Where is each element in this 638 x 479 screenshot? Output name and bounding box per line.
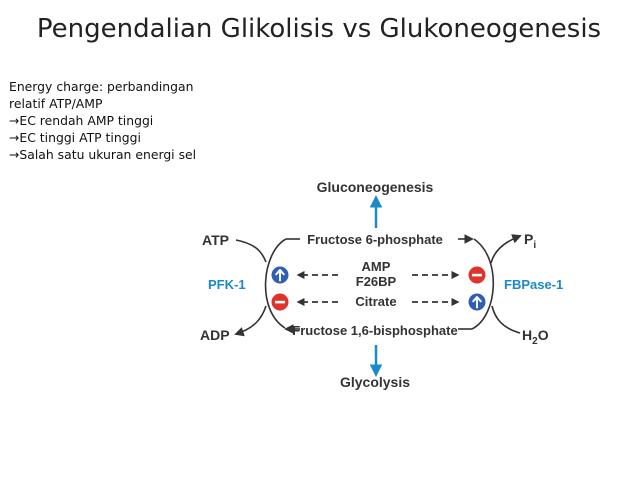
amp-label: AMP [362, 259, 391, 274]
atp-input-curve [235, 239, 267, 263]
minus-circle-icon [468, 266, 486, 284]
citrate-label: Citrate [355, 294, 396, 309]
note-line: →EC rendah AMP tinggi [9, 113, 154, 128]
pi-output-curve [490, 234, 522, 264]
gluconeogenesis-label: Gluconeogenesis [317, 179, 434, 195]
atp-label: ATP [202, 232, 229, 248]
pi-label: Pi [524, 231, 536, 251]
notes-text-block: Energy charge: perbandingan relatif ATP/… [9, 78, 259, 163]
h2o-label: H2O [522, 327, 549, 347]
note-line: Energy charge: perbandingan [9, 79, 194, 94]
fbpase1-label: FBPase-1 [504, 277, 563, 292]
note-line: →EC tinggi ATP tinggi [9, 130, 141, 145]
adp-label: ADP [200, 327, 230, 343]
adp-output-curve [234, 305, 267, 337]
minus-circle-icon [271, 293, 289, 311]
glycolysis-label: Glycolysis [340, 374, 410, 390]
fbpase1-reaction-curve [471, 238, 495, 330]
note-line: →Salah satu ukuran energi sel [9, 147, 197, 162]
pfk1-label: PFK-1 [208, 277, 246, 292]
f26bp-label: F26BP [356, 274, 397, 289]
fructose-1-6-bisphosphate-label: Fructose 1,6-bisphosphate [292, 323, 457, 338]
h2o-input-curve [491, 305, 521, 334]
up-arrow-circle-icon [468, 293, 486, 311]
note-line: relatif ATP/AMP [9, 96, 103, 111]
up-arrow-circle-icon [271, 266, 289, 284]
fructose-6-phosphate-label: Fructose 6-phosphate [307, 232, 443, 247]
slide-title: Pengendalian Glikolisis vs Glukoneogenes… [36, 14, 602, 44]
pfk1-reaction-curve [264, 238, 287, 329]
